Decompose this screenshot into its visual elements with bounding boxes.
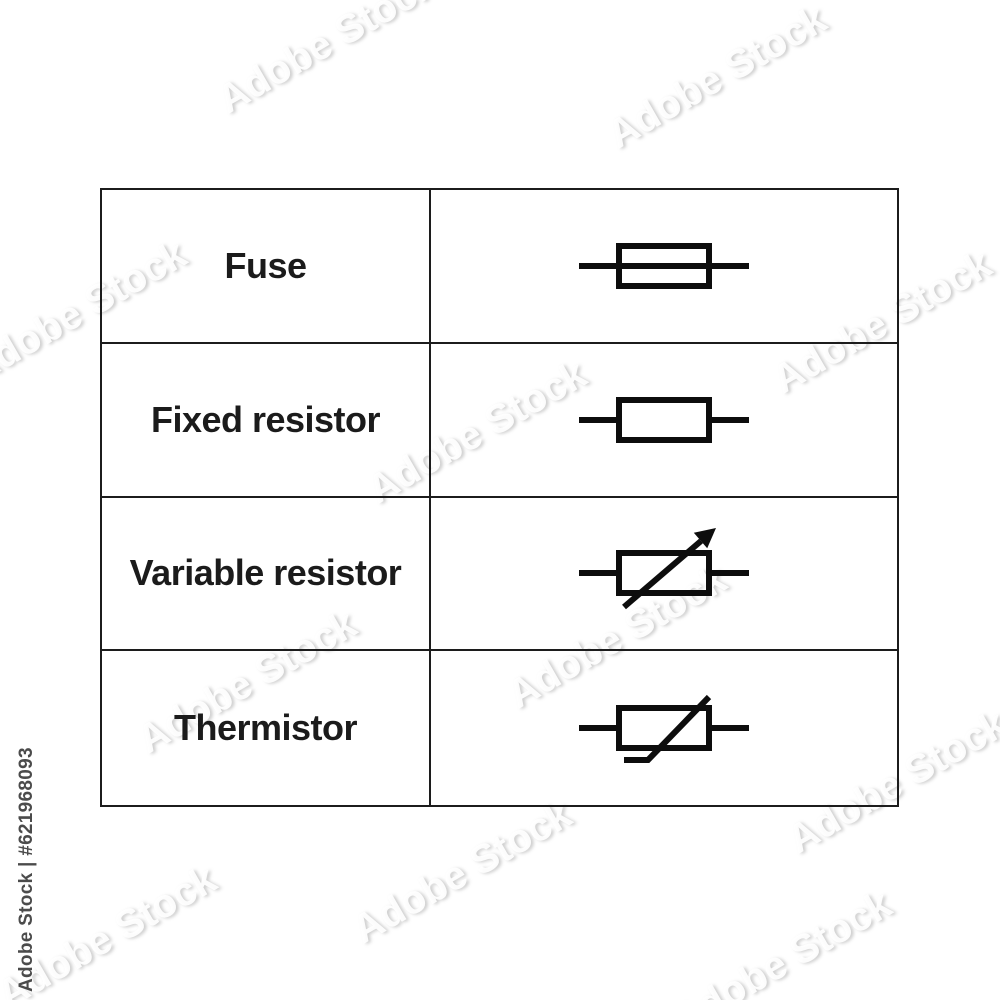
fuse-symbol-icon [579,242,749,289]
table-row-fixed-resistor: Fixed resistor [102,343,897,498]
thermistor-symbol-icon [579,695,749,764]
adobe-stock-watermark-tile: Adobe Stock [665,881,899,1000]
variable-resistor-symbol-icon [579,528,749,610]
fixed-resistor-symbol-icon [579,396,749,443]
component-label: Fuse [102,190,431,342]
adobe-stock-watermark-tile: Adobe Stock [210,0,444,123]
symbol-cell [431,651,897,805]
table-row-variable-resistor: Variable resistor [102,497,897,652]
symbol-cell [431,498,897,650]
table-row-thermistor: Thermistor [102,651,897,805]
component-label: Thermistor [102,651,431,805]
component-symbols-table: Fuse Fixed resistor Variable resistor [100,188,899,807]
adobe-stock-watermark-tile: Adobe Stock [345,791,579,953]
component-label: Variable resistor [102,497,431,650]
component-label: Fixed resistor [102,343,431,496]
adobe-stock-watermark-tile: Adobe Stock [600,0,834,158]
table-row-fuse: Fuse [102,190,897,344]
symbol-cell [431,344,897,496]
symbol-cell [431,190,897,342]
adobe-stock-credit: Adobe Stock | #621968093 [16,747,37,992]
